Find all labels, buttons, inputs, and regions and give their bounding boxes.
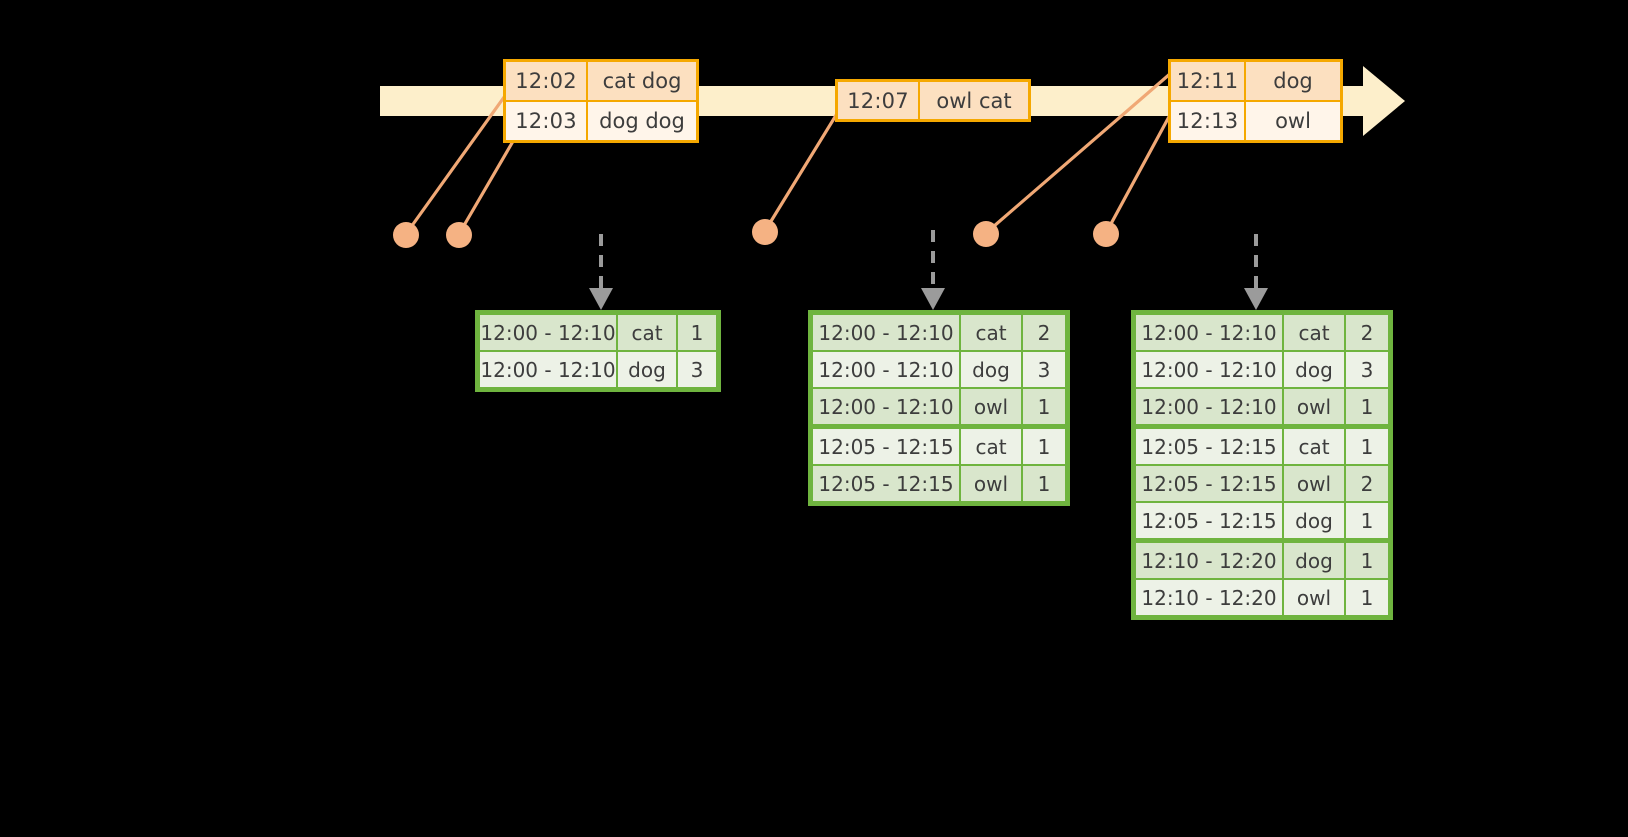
cell-count: 1	[1346, 580, 1388, 615]
cell-word: cat	[961, 429, 1021, 464]
connector-dot	[973, 221, 999, 247]
cell-window: 12:05 - 12:15	[1136, 429, 1282, 464]
cell-word: owl	[1284, 389, 1344, 424]
cell-count: 3	[678, 352, 716, 387]
cell-word: dog	[618, 352, 676, 387]
cell-window: 12:00 - 12:10	[480, 315, 616, 350]
cell-count: 1	[1346, 429, 1388, 464]
emit-arrow-1	[589, 234, 613, 310]
event-group-1[interactable]: 12:02 cat dog 12:03 dog dog	[503, 59, 699, 143]
cell-window: 12:00 - 12:10	[813, 315, 959, 350]
event-row[interactable]: 12:02 cat dog	[506, 62, 696, 100]
cell-window: 12:00 - 12:10	[480, 352, 616, 387]
event-row[interactable]: 12:13 owl	[1171, 100, 1340, 140]
cell-window: 12:00 - 12:10	[1136, 352, 1282, 387]
event-row[interactable]: 12:11 dog	[1171, 62, 1340, 100]
cell-word: owl	[961, 466, 1021, 501]
cell-window: 12:05 - 12:15	[1136, 503, 1282, 538]
cell-count: 1	[1023, 389, 1065, 424]
cell-window: 12:05 - 12:15	[813, 429, 959, 464]
cell-count: 2	[1023, 315, 1065, 350]
cell-word: cat	[961, 315, 1021, 350]
event-time: 12:03	[506, 102, 588, 140]
cell-window: 12:10 - 12:20	[1136, 543, 1282, 578]
cell-count: 1	[1023, 466, 1065, 501]
event-words: owl cat	[936, 88, 1012, 113]
cell-word: dog	[1284, 352, 1344, 387]
cell-count: 3	[1023, 352, 1065, 387]
cell-word: dog	[961, 352, 1021, 387]
cell-window: 12:00 - 12:10	[1136, 315, 1282, 350]
cell-window: 12:00 - 12:10	[813, 352, 959, 387]
connector-dots	[393, 219, 1119, 248]
cell-count: 3	[1346, 352, 1388, 387]
emit-arrow-2	[921, 230, 945, 310]
event-words: owl	[1275, 109, 1311, 133]
event-words: cat dog	[602, 69, 682, 93]
event-row[interactable]: 12:07 owl cat	[838, 82, 1028, 119]
cell-word: dog	[1284, 543, 1344, 578]
cell-word: cat	[618, 315, 676, 350]
event-words: dog dog	[599, 109, 685, 133]
cell-word: owl	[1284, 466, 1344, 501]
cell-count: 1	[1023, 429, 1065, 464]
event-time: 12:07	[838, 82, 920, 119]
event-time: 12:13	[1171, 102, 1246, 140]
cell-count: 1	[1346, 543, 1388, 578]
event-group-3[interactable]: 12:11 dog 12:13 owl	[1168, 59, 1343, 143]
cell-window: 12:05 - 12:15	[813, 466, 959, 501]
cell-count: 1	[1346, 389, 1388, 424]
event-time: 12:11	[1171, 62, 1246, 100]
cell-window: 12:10 - 12:20	[1136, 580, 1282, 615]
cell-window: 12:00 - 12:10	[1136, 389, 1282, 424]
event-group-2[interactable]: 12:07 owl cat	[835, 79, 1031, 122]
cell-count: 2	[1346, 466, 1388, 501]
cell-count: 1	[1346, 503, 1388, 538]
event-words: dog	[1273, 69, 1313, 93]
cell-word: owl	[1284, 580, 1344, 615]
connector-dot	[1093, 221, 1119, 247]
cell-word: dog	[1284, 503, 1344, 538]
connector-dot	[393, 222, 419, 248]
cell-count: 2	[1346, 315, 1388, 350]
emit-arrows	[589, 230, 1268, 310]
cell-word: cat	[1284, 429, 1344, 464]
cell-word: owl	[961, 389, 1021, 424]
cell-count: 1	[678, 315, 716, 350]
event-time: 12:02	[506, 62, 588, 100]
emit-arrow-3	[1244, 234, 1268, 310]
connector-dot	[446, 222, 472, 248]
connector-dot	[752, 219, 778, 245]
cell-window: 12:05 - 12:15	[1136, 466, 1282, 501]
cell-window: 12:00 - 12:10	[813, 389, 959, 424]
cell-word: cat	[1284, 315, 1344, 350]
event-row[interactable]: 12:03 dog dog	[506, 100, 696, 140]
